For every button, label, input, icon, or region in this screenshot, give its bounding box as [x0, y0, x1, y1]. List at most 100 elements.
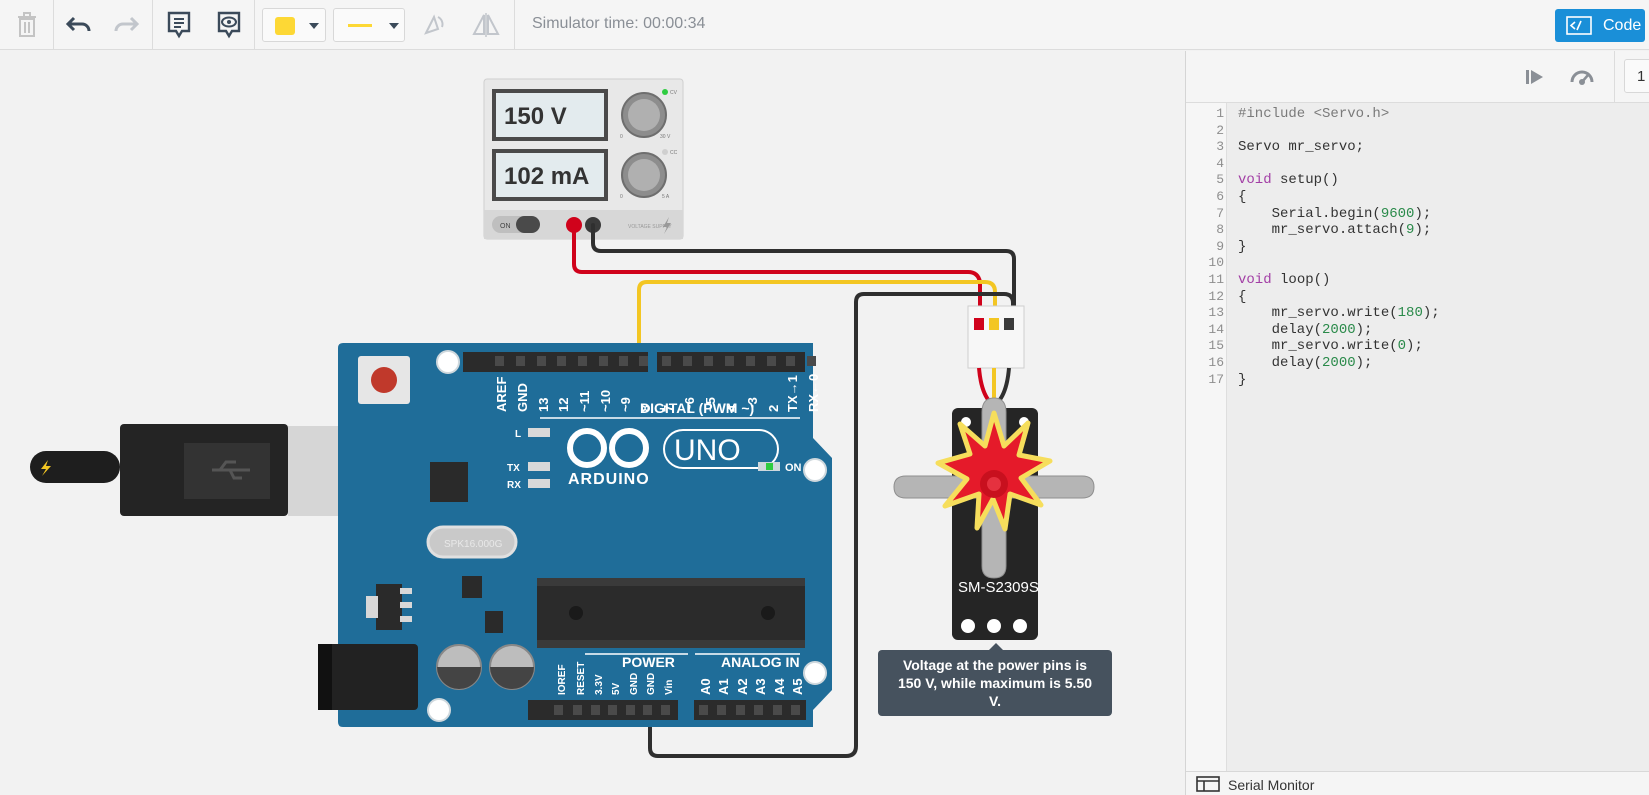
header-pin[interactable] — [619, 356, 628, 366]
header-pin[interactable] — [608, 705, 617, 715]
line-number: 7 — [1216, 205, 1224, 221]
bolt-icon — [663, 217, 671, 234]
wire-yellow-signal[interactable] — [637, 280, 997, 362]
code-line: mr_servo.write(0); — [1238, 338, 1423, 355]
voltage-display: 150 V — [504, 103, 567, 130]
rotate-button[interactable] — [416, 8, 452, 42]
header-pin[interactable] — [683, 356, 692, 366]
header-pin[interactable] — [773, 705, 782, 715]
header-pin[interactable] — [725, 356, 734, 366]
wire-black-ground[interactable] — [648, 292, 1015, 758]
pin-label: GND — [646, 673, 657, 695]
header-pin[interactable] — [573, 705, 582, 715]
step-button[interactable] — [1523, 65, 1547, 89]
header-pin[interactable] — [557, 356, 566, 366]
debug-button[interactable] — [1569, 65, 1595, 89]
servo-motor[interactable]: SM-S2309S — [893, 305, 1095, 640]
pin-label: Vin — [664, 680, 675, 695]
header-pin[interactable] — [495, 356, 504, 366]
pin-label: 13 — [536, 398, 551, 412]
wire-black-supply[interactable] — [591, 223, 1016, 323]
serial-monitor-label: Serial Monitor — [1228, 777, 1315, 793]
power-header[interactable] — [528, 700, 678, 720]
code-line: } — [1238, 238, 1247, 255]
wire-style-dropdown[interactable] — [333, 8, 405, 42]
header-pin[interactable] — [704, 356, 713, 366]
header-pin[interactable] — [578, 356, 587, 366]
analog-header[interactable] — [694, 700, 806, 720]
serial-monitor-bar[interactable]: Serial Monitor — [1186, 771, 1649, 795]
eye-note-icon — [217, 11, 241, 39]
header-pin[interactable] — [662, 356, 671, 366]
header-pin[interactable] — [767, 356, 776, 366]
header-pin[interactable] — [791, 705, 800, 715]
on-led — [766, 463, 773, 470]
knob2-max: 5 A — [662, 194, 670, 200]
header-pin[interactable] — [554, 705, 563, 715]
tooltip-line-1: Voltage at the power pins is — [902, 657, 1088, 673]
pin-label: IOREF — [557, 664, 568, 695]
panel-divider — [1614, 51, 1615, 103]
crystal-oscillator — [426, 525, 518, 559]
code-line: mr_servo.write(180); — [1238, 305, 1440, 322]
pin-label: 2 — [766, 405, 781, 412]
header-pin[interactable] — [537, 356, 546, 366]
code-line: Serial.begin(9600); — [1238, 205, 1432, 222]
page-indicator[interactable]: 1 — [1624, 59, 1649, 93]
header-pin[interactable] — [717, 705, 726, 715]
warning-tooltip: Voltage at the power pins is 150 V, whil… — [878, 643, 1112, 716]
line-number: 15 — [1208, 338, 1224, 354]
header-pin[interactable] — [736, 705, 745, 715]
rotate-icon — [424, 14, 444, 35]
power-supply[interactable]: 150 V 102 mA CV CC 0 30 V 0 5 A ON VOLTA… — [483, 78, 684, 240]
code-button[interactable]: Code — [1555, 9, 1645, 42]
header-pin[interactable] — [599, 356, 608, 366]
header-pin[interactable] — [639, 356, 648, 366]
wire-red-supply[interactable] — [572, 223, 982, 323]
pin-label: GND — [629, 673, 640, 695]
simulator-time: Simulator time: 00:00:34 — [532, 15, 706, 32]
view-notes-button[interactable] — [211, 8, 247, 42]
line-number: 3 — [1216, 139, 1224, 155]
header-pin[interactable] — [754, 705, 763, 715]
header-pin[interactable] — [786, 356, 795, 366]
cc-label: CC — [670, 150, 678, 156]
pin-label: ~6 — [682, 397, 697, 412]
code-line: delay(2000); — [1238, 321, 1373, 338]
pin-label: ~11 — [577, 391, 592, 412]
analog-label: ANALOG IN — [721, 654, 800, 670]
color-dropdown[interactable] — [262, 8, 326, 42]
pin-label: 4 — [724, 404, 739, 412]
led-label-l: L — [515, 429, 521, 440]
pin-label: A4 — [772, 678, 787, 695]
led-label-rx: RX — [507, 480, 521, 491]
flip-button[interactable] — [468, 8, 504, 42]
servo-connector[interactable] — [967, 305, 1025, 369]
delete-button[interactable] — [9, 8, 45, 42]
pin-label: 3.3V — [594, 674, 605, 695]
arduino-brand: ARDUINO — [568, 471, 650, 488]
header-pin[interactable] — [591, 705, 600, 715]
line-number: 17 — [1208, 371, 1224, 387]
code-line: Servo mr_servo; — [1238, 139, 1365, 156]
cc-led — [662, 149, 668, 155]
header-pin[interactable] — [626, 705, 635, 715]
line-number: 2 — [1216, 122, 1224, 138]
arduino-uno-board[interactable]: SPK16.000G — [318, 343, 832, 727]
header-pin[interactable] — [643, 705, 652, 715]
undo-button[interactable] — [60, 8, 96, 42]
circuit-canvas[interactable]: 150 V 102 mA CV CC 0 30 V 0 5 A ON VOLTA… — [0, 51, 1185, 795]
header-pin[interactable] — [516, 356, 525, 366]
line-number: 1 — [1216, 106, 1224, 121]
header-pin[interactable] — [699, 705, 708, 715]
wires[interactable] — [572, 223, 1016, 758]
code-line: } — [1238, 371, 1247, 388]
notes-button[interactable] — [161, 8, 197, 42]
header-pin[interactable] — [661, 705, 670, 715]
header-pin[interactable] — [807, 356, 816, 366]
toolbar-divider — [254, 0, 255, 50]
redo-button[interactable] — [109, 8, 145, 42]
header-pin[interactable] — [746, 356, 755, 366]
